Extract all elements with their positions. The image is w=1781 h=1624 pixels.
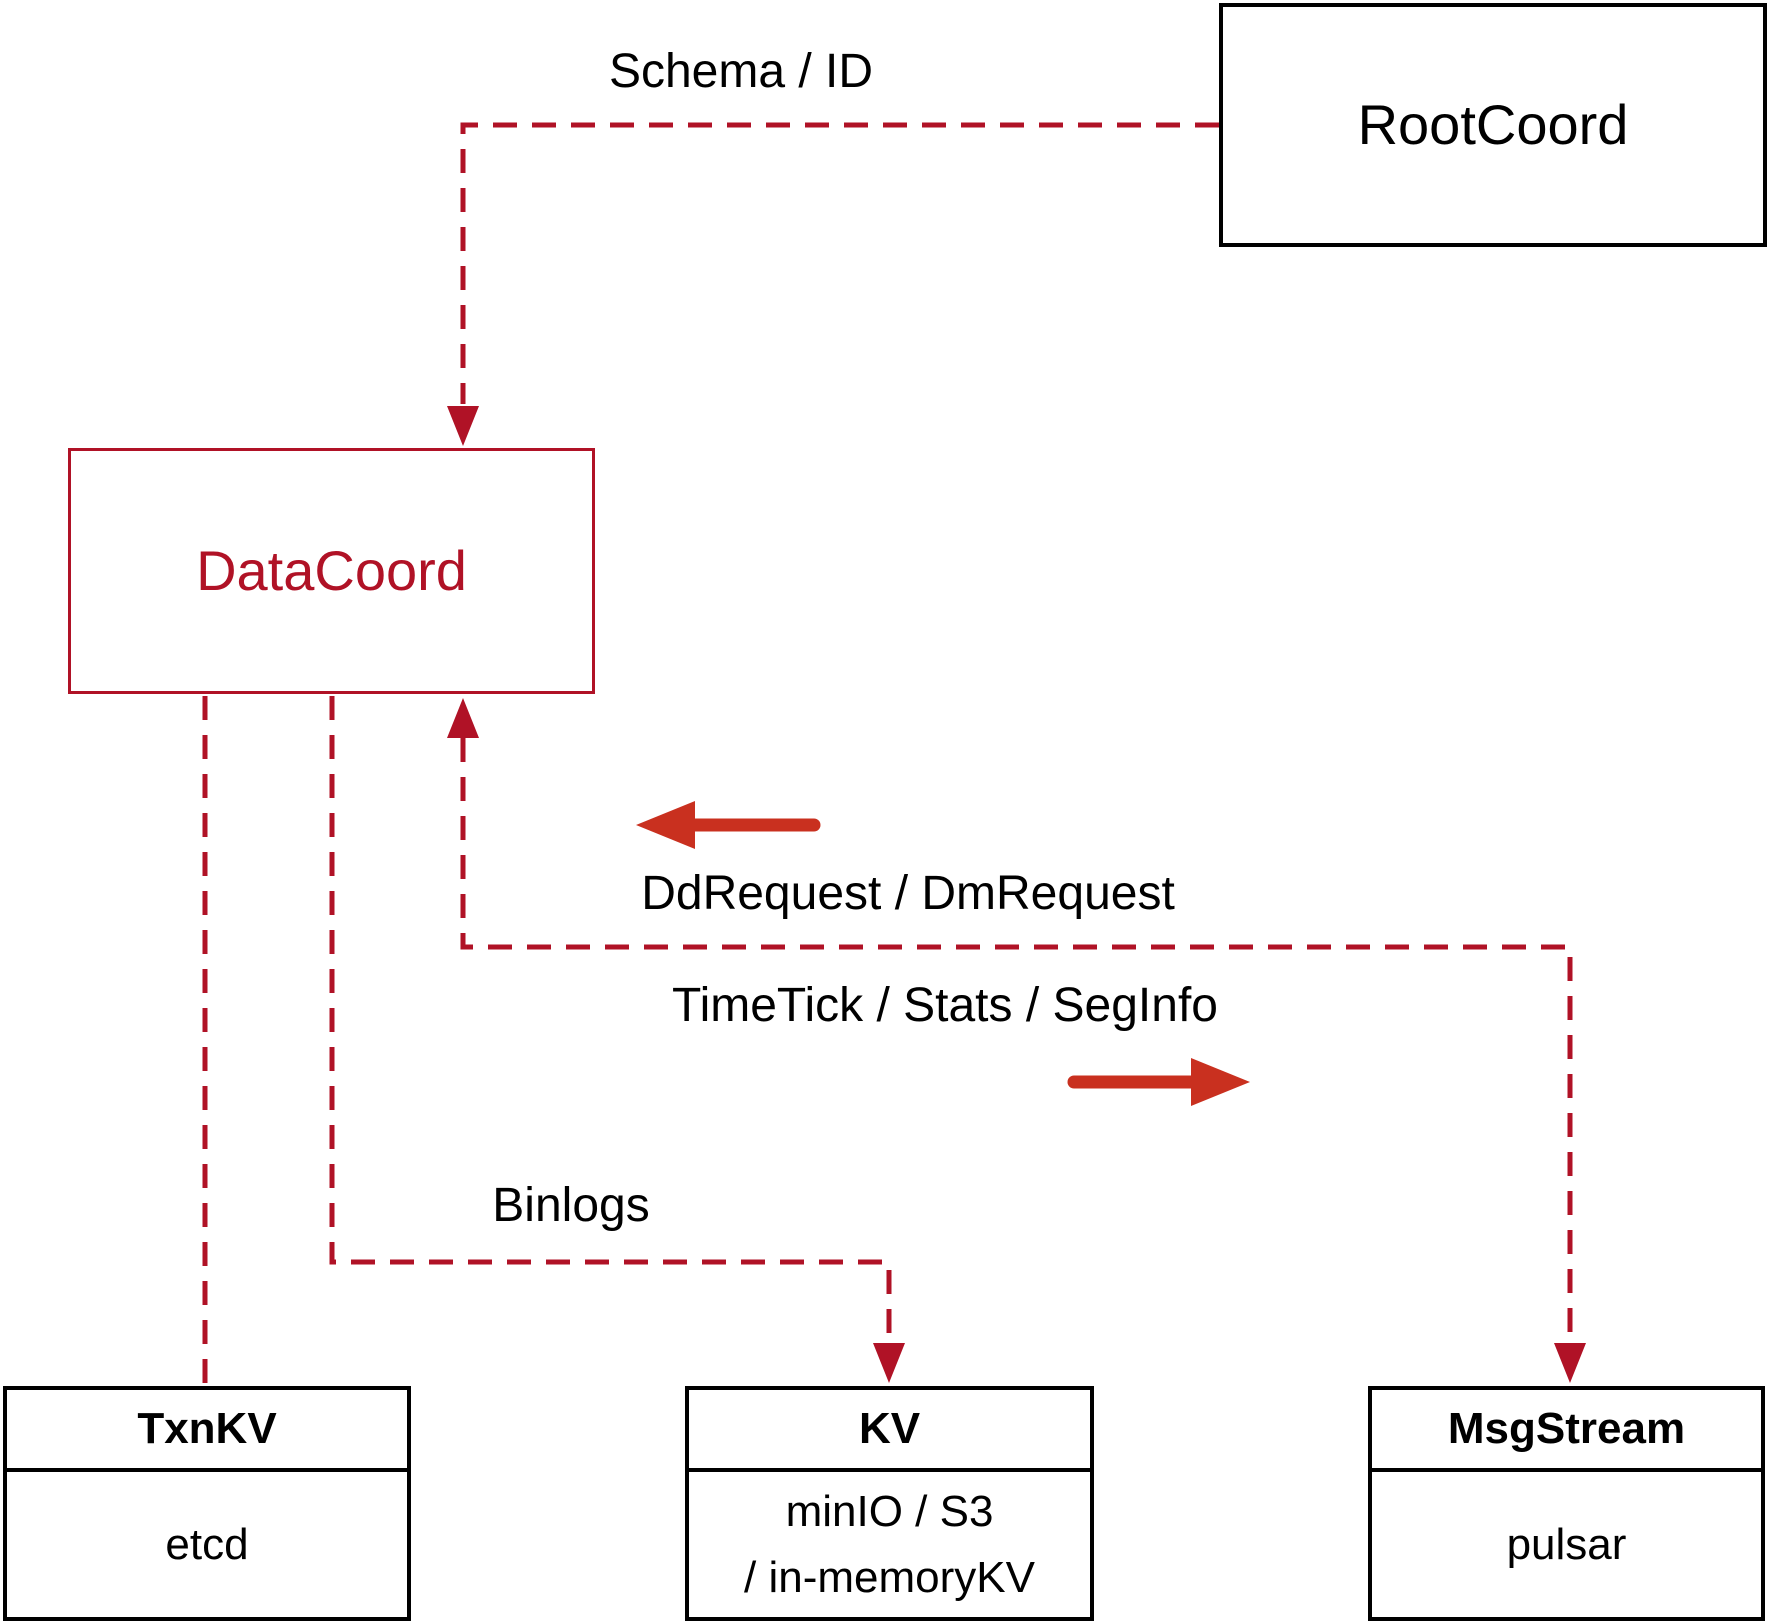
edge-binlogs-label: Binlogs (492, 1179, 650, 1232)
edge-dd-dm-request-label: DdRequest / DmRequest (641, 867, 1175, 920)
edge-timetick-label: TimeTick / Stats / SegInfo (672, 979, 1218, 1032)
edge-binlogs-line (329, 696, 892, 1341)
node-rootcoord: RootCoord (1219, 3, 1767, 247)
node-kv-subtitle-line1: minIO / S3 (785, 1486, 994, 1536)
edge-schema-id-arrowhead-icon (447, 406, 479, 446)
node-datacoord: DataCoord (68, 448, 595, 694)
node-kv: KV minIO / S3 / in-memoryKV (685, 1386, 1094, 1621)
left-arrow-icon (636, 801, 695, 849)
node-rootcoord-label: RootCoord (1357, 93, 1629, 156)
node-msgstream-title: MsgStream (1372, 1390, 1761, 1472)
node-kv-subtitle-line2: / in-memoryKV (744, 1552, 1035, 1602)
edge-schema-id-label: Schema / ID (608, 45, 874, 98)
node-txnkv-subtitle: etcd (165, 1519, 249, 1569)
edge-request-trunk-line (460, 738, 1573, 1341)
node-msgstream: MsgStream pulsar (1368, 1386, 1765, 1621)
edge-request-up-arrowhead-icon (447, 698, 479, 738)
node-msgstream-subtitle: pulsar (1506, 1519, 1627, 1569)
edge-schema-id-line (460, 122, 1219, 404)
right-arrow-icon (1191, 1058, 1250, 1106)
node-kv-title: KV (689, 1390, 1090, 1472)
edge-binlogs-arrowhead-icon (873, 1343, 905, 1383)
node-txnkv-title: TxnKV (7, 1390, 407, 1472)
node-txnkv: TxnKV etcd (3, 1386, 411, 1621)
edge-msgstream-down-arrowhead-icon (1554, 1343, 1586, 1383)
node-datacoord-label: DataCoord (196, 539, 467, 602)
